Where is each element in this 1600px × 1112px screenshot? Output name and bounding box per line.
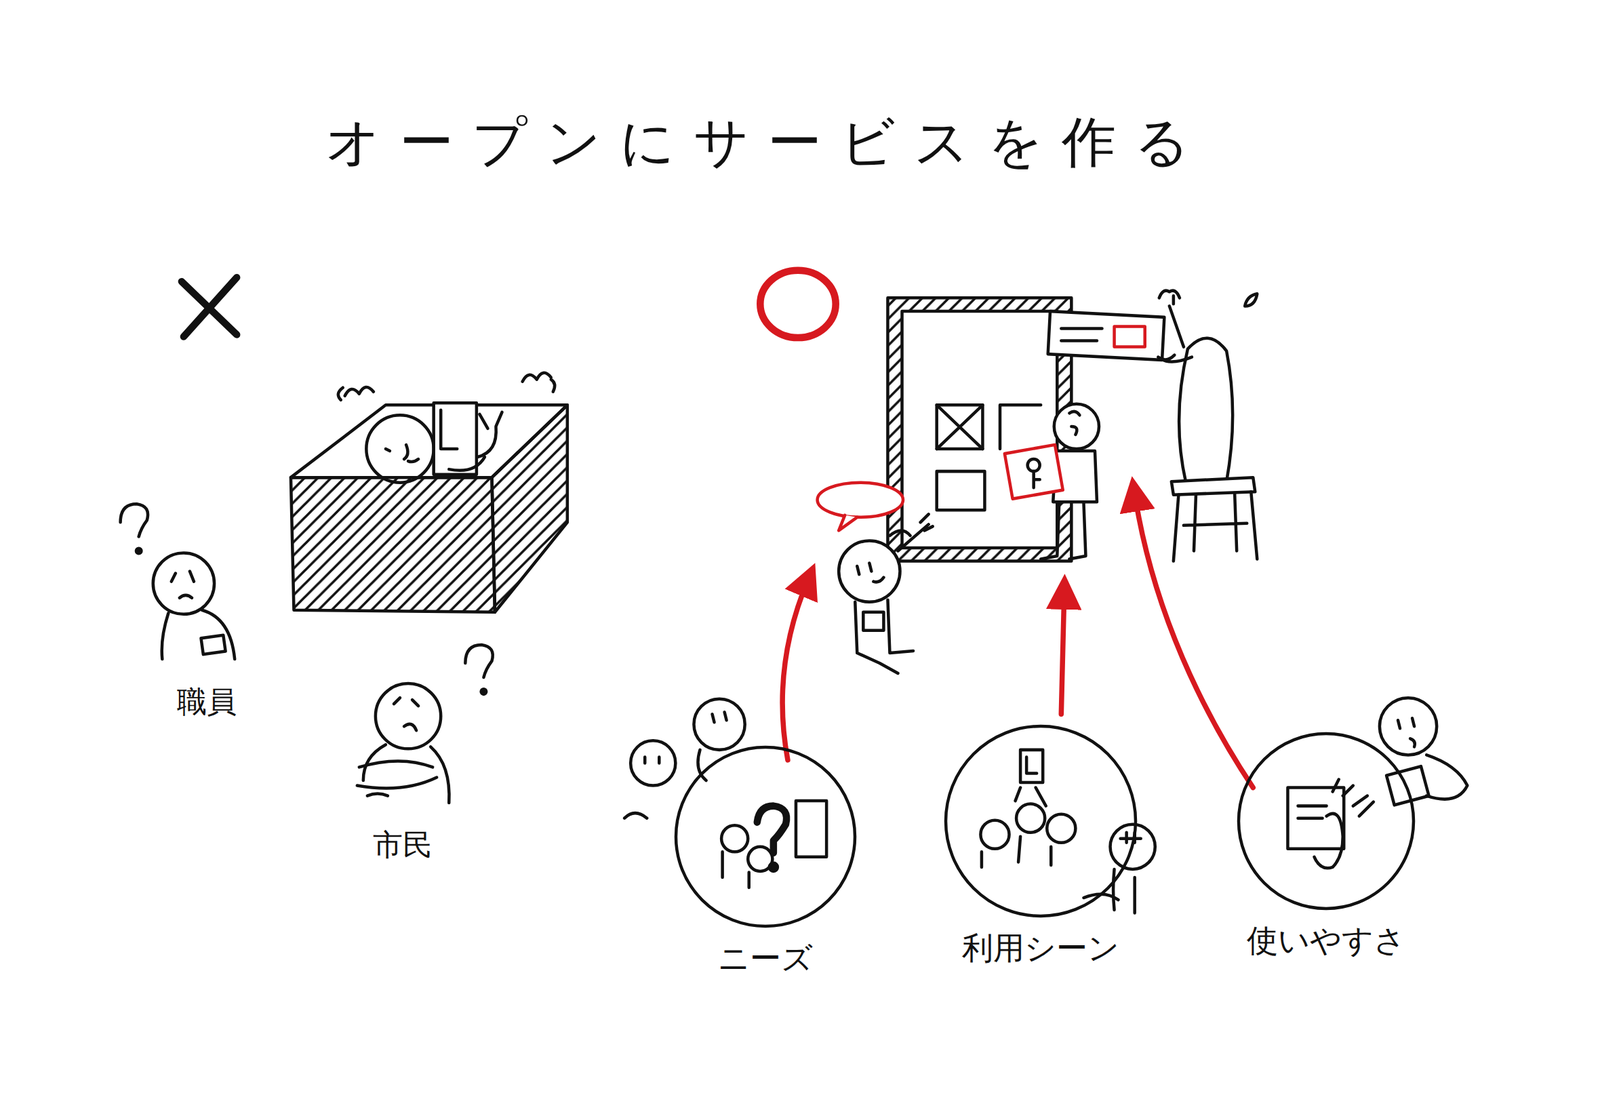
circle-mark	[760, 270, 836, 338]
usability-icons	[1287, 697, 1468, 868]
cross-mark	[181, 277, 237, 337]
person-label: 職員	[176, 682, 237, 723]
topic-circle: 利用シーン	[943, 724, 1138, 918]
circle-outline	[943, 724, 1138, 918]
citizen-person	[357, 644, 493, 803]
topic-label: ニーズ	[717, 937, 813, 980]
board	[887, 297, 1072, 561]
needs-icons	[624, 698, 827, 888]
title: オープンにサービスを作る	[325, 106, 1209, 180]
staff-person	[120, 503, 236, 659]
red-arrows	[782, 493, 1253, 788]
topic-label: 使いやすさ	[1246, 920, 1406, 963]
topic-label: 利用シーン	[962, 927, 1120, 970]
topic-circle: 使いやすさ	[1236, 731, 1416, 911]
person-label: 市民	[372, 825, 433, 866]
stool-person	[1048, 290, 1258, 562]
circle-outline	[1236, 731, 1416, 911]
topic-circle: ニーズ	[673, 745, 857, 929]
closed-box	[290, 372, 568, 613]
talking-person	[817, 482, 933, 674]
board-person	[1004, 404, 1099, 560]
circle-outline	[673, 745, 857, 929]
scene-icons	[980, 749, 1155, 914]
